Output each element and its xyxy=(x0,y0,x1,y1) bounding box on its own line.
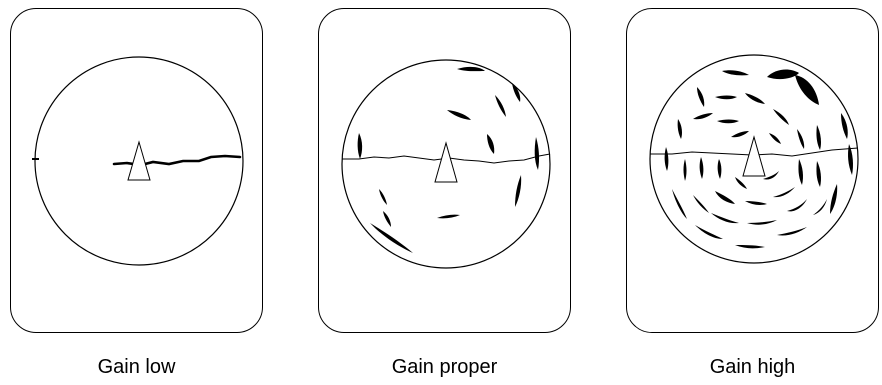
echo-blob xyxy=(693,113,713,120)
echo-blob xyxy=(487,134,495,154)
echo-blob xyxy=(777,227,807,236)
radar-display-gain-high xyxy=(626,8,879,333)
echo-blob xyxy=(672,189,687,219)
echo-blob xyxy=(735,245,765,249)
radar-range-circle xyxy=(34,56,244,266)
radar-display-gain-low xyxy=(10,8,263,333)
echo-blob xyxy=(695,225,723,239)
echo-blob xyxy=(731,131,749,138)
radar-range-circle xyxy=(341,59,551,269)
clutter-echoes xyxy=(357,66,540,253)
radar-screen-gain-proper xyxy=(341,59,551,269)
echo-blob xyxy=(745,93,765,104)
echo-blob xyxy=(383,211,391,227)
echo-blob xyxy=(773,109,789,125)
echo-blob xyxy=(534,137,540,170)
echo-blob xyxy=(370,223,413,253)
echo-blob xyxy=(437,214,460,219)
echo-blob xyxy=(830,184,838,214)
echo-blob xyxy=(816,125,821,150)
ship-triangle-icon xyxy=(127,140,151,181)
echo-blob xyxy=(715,191,735,204)
echo-blob xyxy=(715,95,737,100)
ship-triangle-icon xyxy=(742,135,766,177)
echo-blob xyxy=(515,175,522,207)
radar-screen-gain-high xyxy=(649,54,859,264)
echo-blob xyxy=(795,75,819,105)
echo-blob xyxy=(697,87,705,107)
echo-blob xyxy=(816,161,821,187)
echo-blob xyxy=(457,66,485,72)
echo-blob xyxy=(735,177,747,189)
echo-blob xyxy=(683,159,687,181)
radar-display-gain-proper xyxy=(318,8,571,333)
echo-blob xyxy=(664,147,669,171)
echo-blob xyxy=(745,201,767,205)
radar-screen-gain-low xyxy=(32,56,244,266)
echo-blob xyxy=(813,199,827,215)
caption-gain-proper: Gain proper xyxy=(391,356,498,378)
caption-gain-low: Gain low xyxy=(97,356,176,378)
echo-blob xyxy=(357,133,363,159)
echo-blob xyxy=(797,129,805,149)
echo-blob xyxy=(769,133,781,144)
ship-triangle-icon xyxy=(434,141,458,183)
echo-blob xyxy=(848,144,853,175)
echo-blob xyxy=(693,195,709,213)
echo-blob xyxy=(798,159,803,185)
radar-range-circle xyxy=(649,54,859,264)
echo-blob xyxy=(495,95,506,117)
echo-blob xyxy=(717,159,722,179)
echo-blob xyxy=(379,189,387,205)
clutter-echoes xyxy=(664,69,853,249)
caption-gain-high: Gain high xyxy=(709,356,796,378)
echo-blob xyxy=(763,171,779,180)
echo-blob xyxy=(773,187,795,198)
echo-blob xyxy=(699,157,704,179)
echo-blob xyxy=(512,83,521,102)
echo-blob xyxy=(747,220,777,225)
echo-blob xyxy=(447,110,471,120)
echo-blob xyxy=(717,119,739,124)
echo-blob xyxy=(677,119,682,139)
echo-blob xyxy=(722,70,749,76)
echo-blob xyxy=(767,69,799,80)
echo-blob xyxy=(787,199,807,212)
echo-blob xyxy=(841,113,848,139)
echo-blob xyxy=(711,213,739,224)
